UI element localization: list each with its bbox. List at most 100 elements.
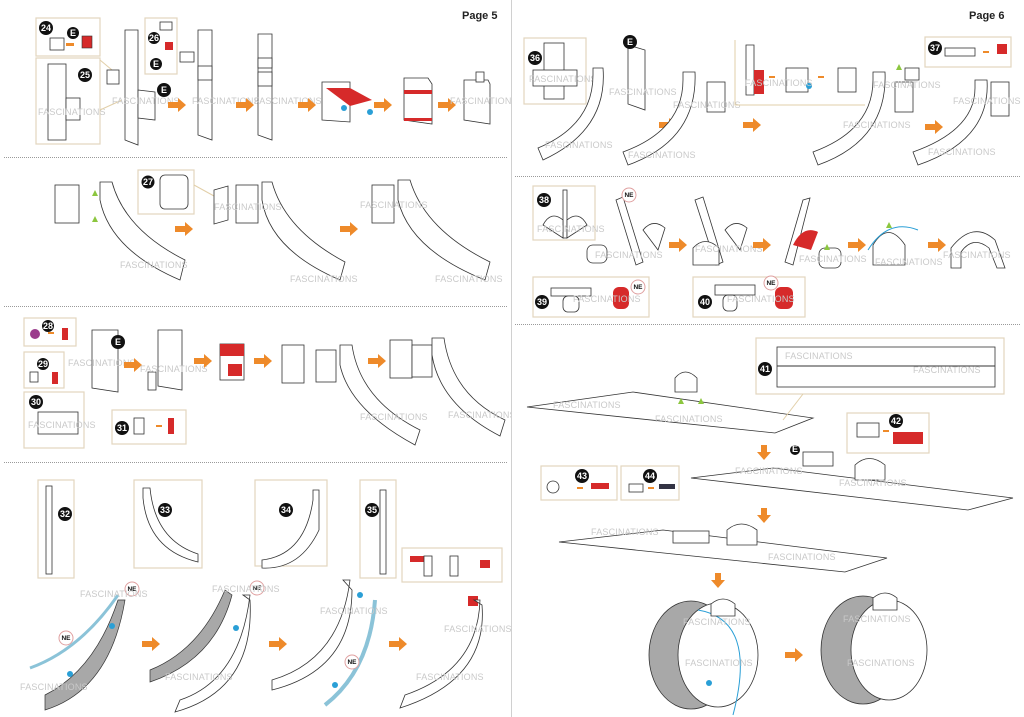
arrow-right-icon xyxy=(194,354,212,368)
svg-text:NE: NE xyxy=(127,586,137,593)
step-24-25-assembly: E FASCINATIONS xyxy=(106,29,180,146)
svg-text:41: 41 xyxy=(760,364,770,374)
svg-text:NE: NE xyxy=(347,659,357,666)
step-37-result: FASCINATIONS FASCINATIONS xyxy=(912,79,1021,166)
watermark: FASCINATIONS xyxy=(192,96,260,106)
arrow-right-icon xyxy=(236,98,254,112)
arrow-right-icon xyxy=(340,222,358,236)
step-33-callout: 33 xyxy=(133,479,203,569)
watermark: FASCINATIONS xyxy=(435,274,503,284)
arrow-down-icon xyxy=(757,508,771,523)
svg-text:38: 38 xyxy=(539,195,549,205)
step-43-callout: 43 xyxy=(540,465,618,501)
box-folding xyxy=(321,81,373,123)
svg-text:E: E xyxy=(627,37,633,47)
arrow-right-icon xyxy=(374,98,392,112)
watermark: FASCINATIONS xyxy=(799,254,867,264)
watermark: FASCINATIONS xyxy=(537,224,605,234)
watermark: FASCINATIONS xyxy=(928,147,996,157)
module-attached: FASCINATIONS xyxy=(389,337,511,437)
watermark: FASCINATIONS xyxy=(875,257,943,267)
svg-text:NE: NE xyxy=(624,192,634,199)
arrow-down-icon xyxy=(711,573,725,588)
watermark: FASCINATIONS xyxy=(873,80,941,90)
svg-text:NE: NE xyxy=(766,280,776,287)
row-separator xyxy=(4,306,507,307)
svg-text:27: 27 xyxy=(143,177,153,187)
watermark: FASCINATIONS xyxy=(360,412,428,422)
watermark: FASCINATIONS xyxy=(683,617,751,627)
arrow-down-icon xyxy=(757,445,771,460)
watermark: FASCINATIONS xyxy=(38,107,106,117)
step-35-callout: 35 xyxy=(359,479,397,579)
step-39-callout: 39 NE FASCINATIONS xyxy=(532,276,650,318)
svg-text:33: 33 xyxy=(160,505,170,515)
watermark: FASCINATIONS xyxy=(847,658,915,668)
watermark: FASCINATIONS xyxy=(553,400,621,410)
step-40-callout: 40 NE FASCINATIONS xyxy=(692,275,806,318)
svg-text:E: E xyxy=(792,444,798,454)
arrow-right-icon xyxy=(254,354,272,368)
step-31-assembly: FASCINATIONS xyxy=(140,329,208,391)
row-separator xyxy=(4,462,507,463)
step-30-callout: 30 FASCINATIONS xyxy=(23,391,96,449)
page-number: Page 5 xyxy=(462,10,498,22)
step-42-callout: 42 xyxy=(846,412,930,454)
step-37-assembly: FASCINATIONS FASCINATIONS xyxy=(812,64,941,166)
watermark: FASCINATIONS xyxy=(68,358,136,368)
arch-step-a: FASCINATIONS xyxy=(692,196,763,266)
arch-step-c: FASCINATIONS xyxy=(867,222,943,267)
arrow-right-icon xyxy=(753,238,771,252)
watermark: FASCINATIONS xyxy=(529,74,597,84)
arrow-right-icon xyxy=(368,354,386,368)
watermark: FASCINATIONS xyxy=(80,589,148,599)
watermark: FASCINATIONS xyxy=(290,274,358,284)
svg-text:NE: NE xyxy=(633,284,643,291)
arrow-right-icon xyxy=(743,118,761,132)
watermark: FASCINATIONS xyxy=(254,96,322,106)
row-separator xyxy=(515,324,1020,325)
rail-final: FASCINATIONS FASCINATIONS xyxy=(399,596,511,709)
watermark: FASCINATIONS xyxy=(655,414,723,424)
svg-text:34: 34 xyxy=(281,505,291,515)
base-plate-3: FASCINATIONS FASCINATIONS xyxy=(558,523,888,573)
watermark: FASCINATIONS xyxy=(595,250,663,260)
base-plate-1: FASCINATIONS FASCINATIONS xyxy=(526,371,815,434)
watermark: FASCINATIONS xyxy=(20,682,88,692)
watermark: FASCINATIONS xyxy=(839,478,907,488)
step-27-before: FASCINATIONS xyxy=(54,181,188,281)
svg-text:29: 29 xyxy=(38,359,48,369)
watermark: FASCINATIONS xyxy=(953,96,1021,106)
step-41-callout: 41 FASCINATIONS FASCINATIONS xyxy=(755,337,1005,395)
arrow-right-icon xyxy=(785,648,803,662)
watermark: FASCINATIONS xyxy=(735,466,803,476)
page-divider xyxy=(511,0,512,717)
box-complete: FASCINATIONS xyxy=(450,71,511,125)
svg-text:E: E xyxy=(153,59,159,69)
box-half-folded xyxy=(403,77,433,125)
watermark: FASCINATIONS xyxy=(913,365,981,375)
arrow-right-icon xyxy=(175,222,193,236)
arrow-right-icon xyxy=(269,637,287,651)
arrow-right-icon xyxy=(669,238,687,252)
svg-text:43: 43 xyxy=(577,471,587,481)
page-6-illustrations: 36 FASCINATIONS E FASCINATIONS FASCINATI… xyxy=(523,35,1021,716)
svg-text:36: 36 xyxy=(530,53,540,63)
step-27-callout: 27 xyxy=(137,169,195,215)
watermark: FASCINATIONS xyxy=(768,552,836,562)
step-25-callout: 25 FASCINATIONS xyxy=(35,57,106,145)
step-26-callout: 26 E xyxy=(144,17,178,75)
watermark: FASCINATIONS xyxy=(545,140,613,150)
ring-complete: FASCINATIONS FASCINATIONS xyxy=(820,592,928,705)
svg-text:26: 26 xyxy=(149,33,159,43)
svg-text:24: 24 xyxy=(41,23,51,33)
red-box-module xyxy=(219,343,245,381)
arrow-right-icon xyxy=(928,238,946,252)
watermark: FASCINATIONS xyxy=(685,658,753,668)
watermark: FASCINATIONS xyxy=(140,364,208,374)
step-36-callout: 36 FASCINATIONS xyxy=(523,37,597,105)
watermark: FASCINATIONS xyxy=(120,260,188,270)
svg-text:E: E xyxy=(70,28,76,38)
svg-text:25: 25 xyxy=(80,70,90,80)
watermark: FASCINATIONS xyxy=(214,202,282,212)
